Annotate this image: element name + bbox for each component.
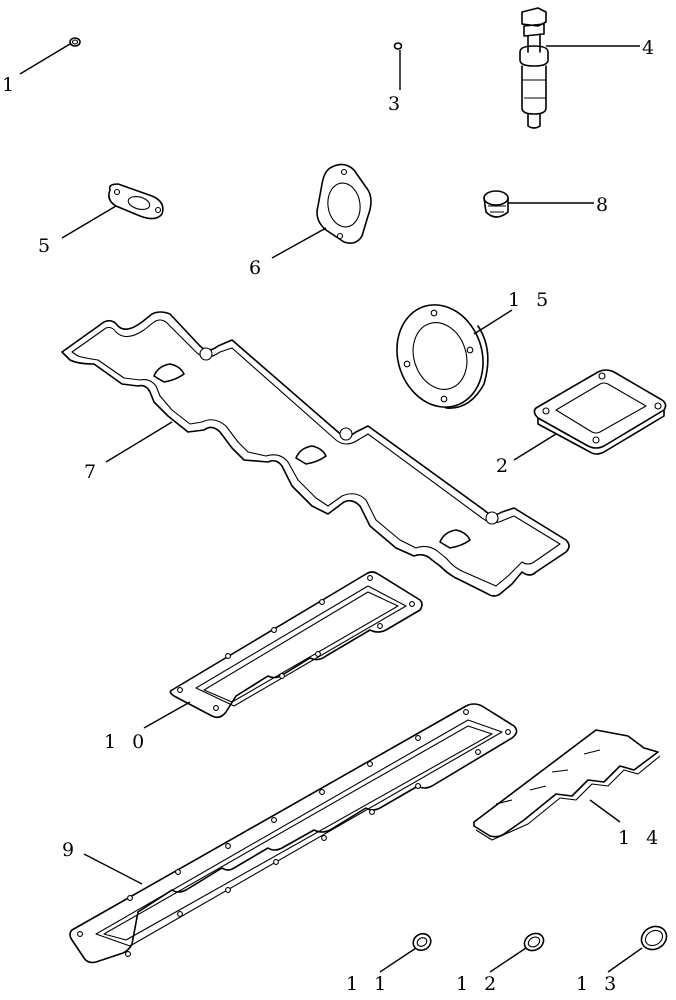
leader-7	[105, 421, 173, 463]
callout-3: 3	[388, 93, 405, 115]
part-10-aftercooler-gasket	[169, 571, 423, 719]
callout-6: 6	[249, 257, 266, 279]
leader-10	[143, 701, 191, 729]
part-6-flange-gasket	[316, 163, 372, 244]
callout-14: 1 4	[618, 827, 663, 849]
part-11-o-ring	[412, 932, 432, 952]
callout-8: 8	[596, 194, 613, 216]
part-1-o-ring	[69, 37, 81, 47]
callout-11: 1 1	[346, 973, 391, 995]
callout-1: 1	[2, 74, 19, 96]
leader-9	[83, 853, 143, 885]
leader-15	[473, 309, 513, 335]
part-4-injector-bolt	[519, 7, 549, 129]
callout-10: 1 0	[104, 731, 149, 753]
leader-13	[607, 947, 643, 973]
callout-15: 1 5	[508, 289, 553, 311]
leader-1	[19, 43, 71, 75]
callout-9: 9	[62, 839, 79, 861]
part-2-turbo-gasket	[533, 369, 667, 455]
callout-7: 7	[84, 461, 101, 483]
part-8-plug	[483, 190, 509, 218]
leader-12	[489, 947, 527, 973]
part-14-shim-plate	[473, 729, 661, 841]
part-9-long-gasket	[69, 703, 518, 964]
leader-2	[513, 433, 557, 461]
leader-11	[379, 947, 417, 973]
part-15-round-gasket	[396, 304, 489, 409]
callout-13: 1 3	[576, 973, 621, 995]
leader-5	[61, 205, 117, 239]
part-3-ring	[393, 42, 403, 50]
part-5-flange-gasket	[108, 183, 164, 220]
part-7-rocker-cover-gasket	[61, 311, 570, 597]
callout-5: 5	[38, 235, 55, 257]
part-12-o-ring	[523, 932, 545, 952]
callout-12: 1 2	[456, 973, 501, 995]
part-13-o-ring	[640, 925, 668, 951]
callout-4: 4	[642, 37, 659, 59]
leader-14	[589, 799, 621, 823]
callout-2: 2	[496, 455, 513, 477]
leader-6	[271, 227, 327, 259]
